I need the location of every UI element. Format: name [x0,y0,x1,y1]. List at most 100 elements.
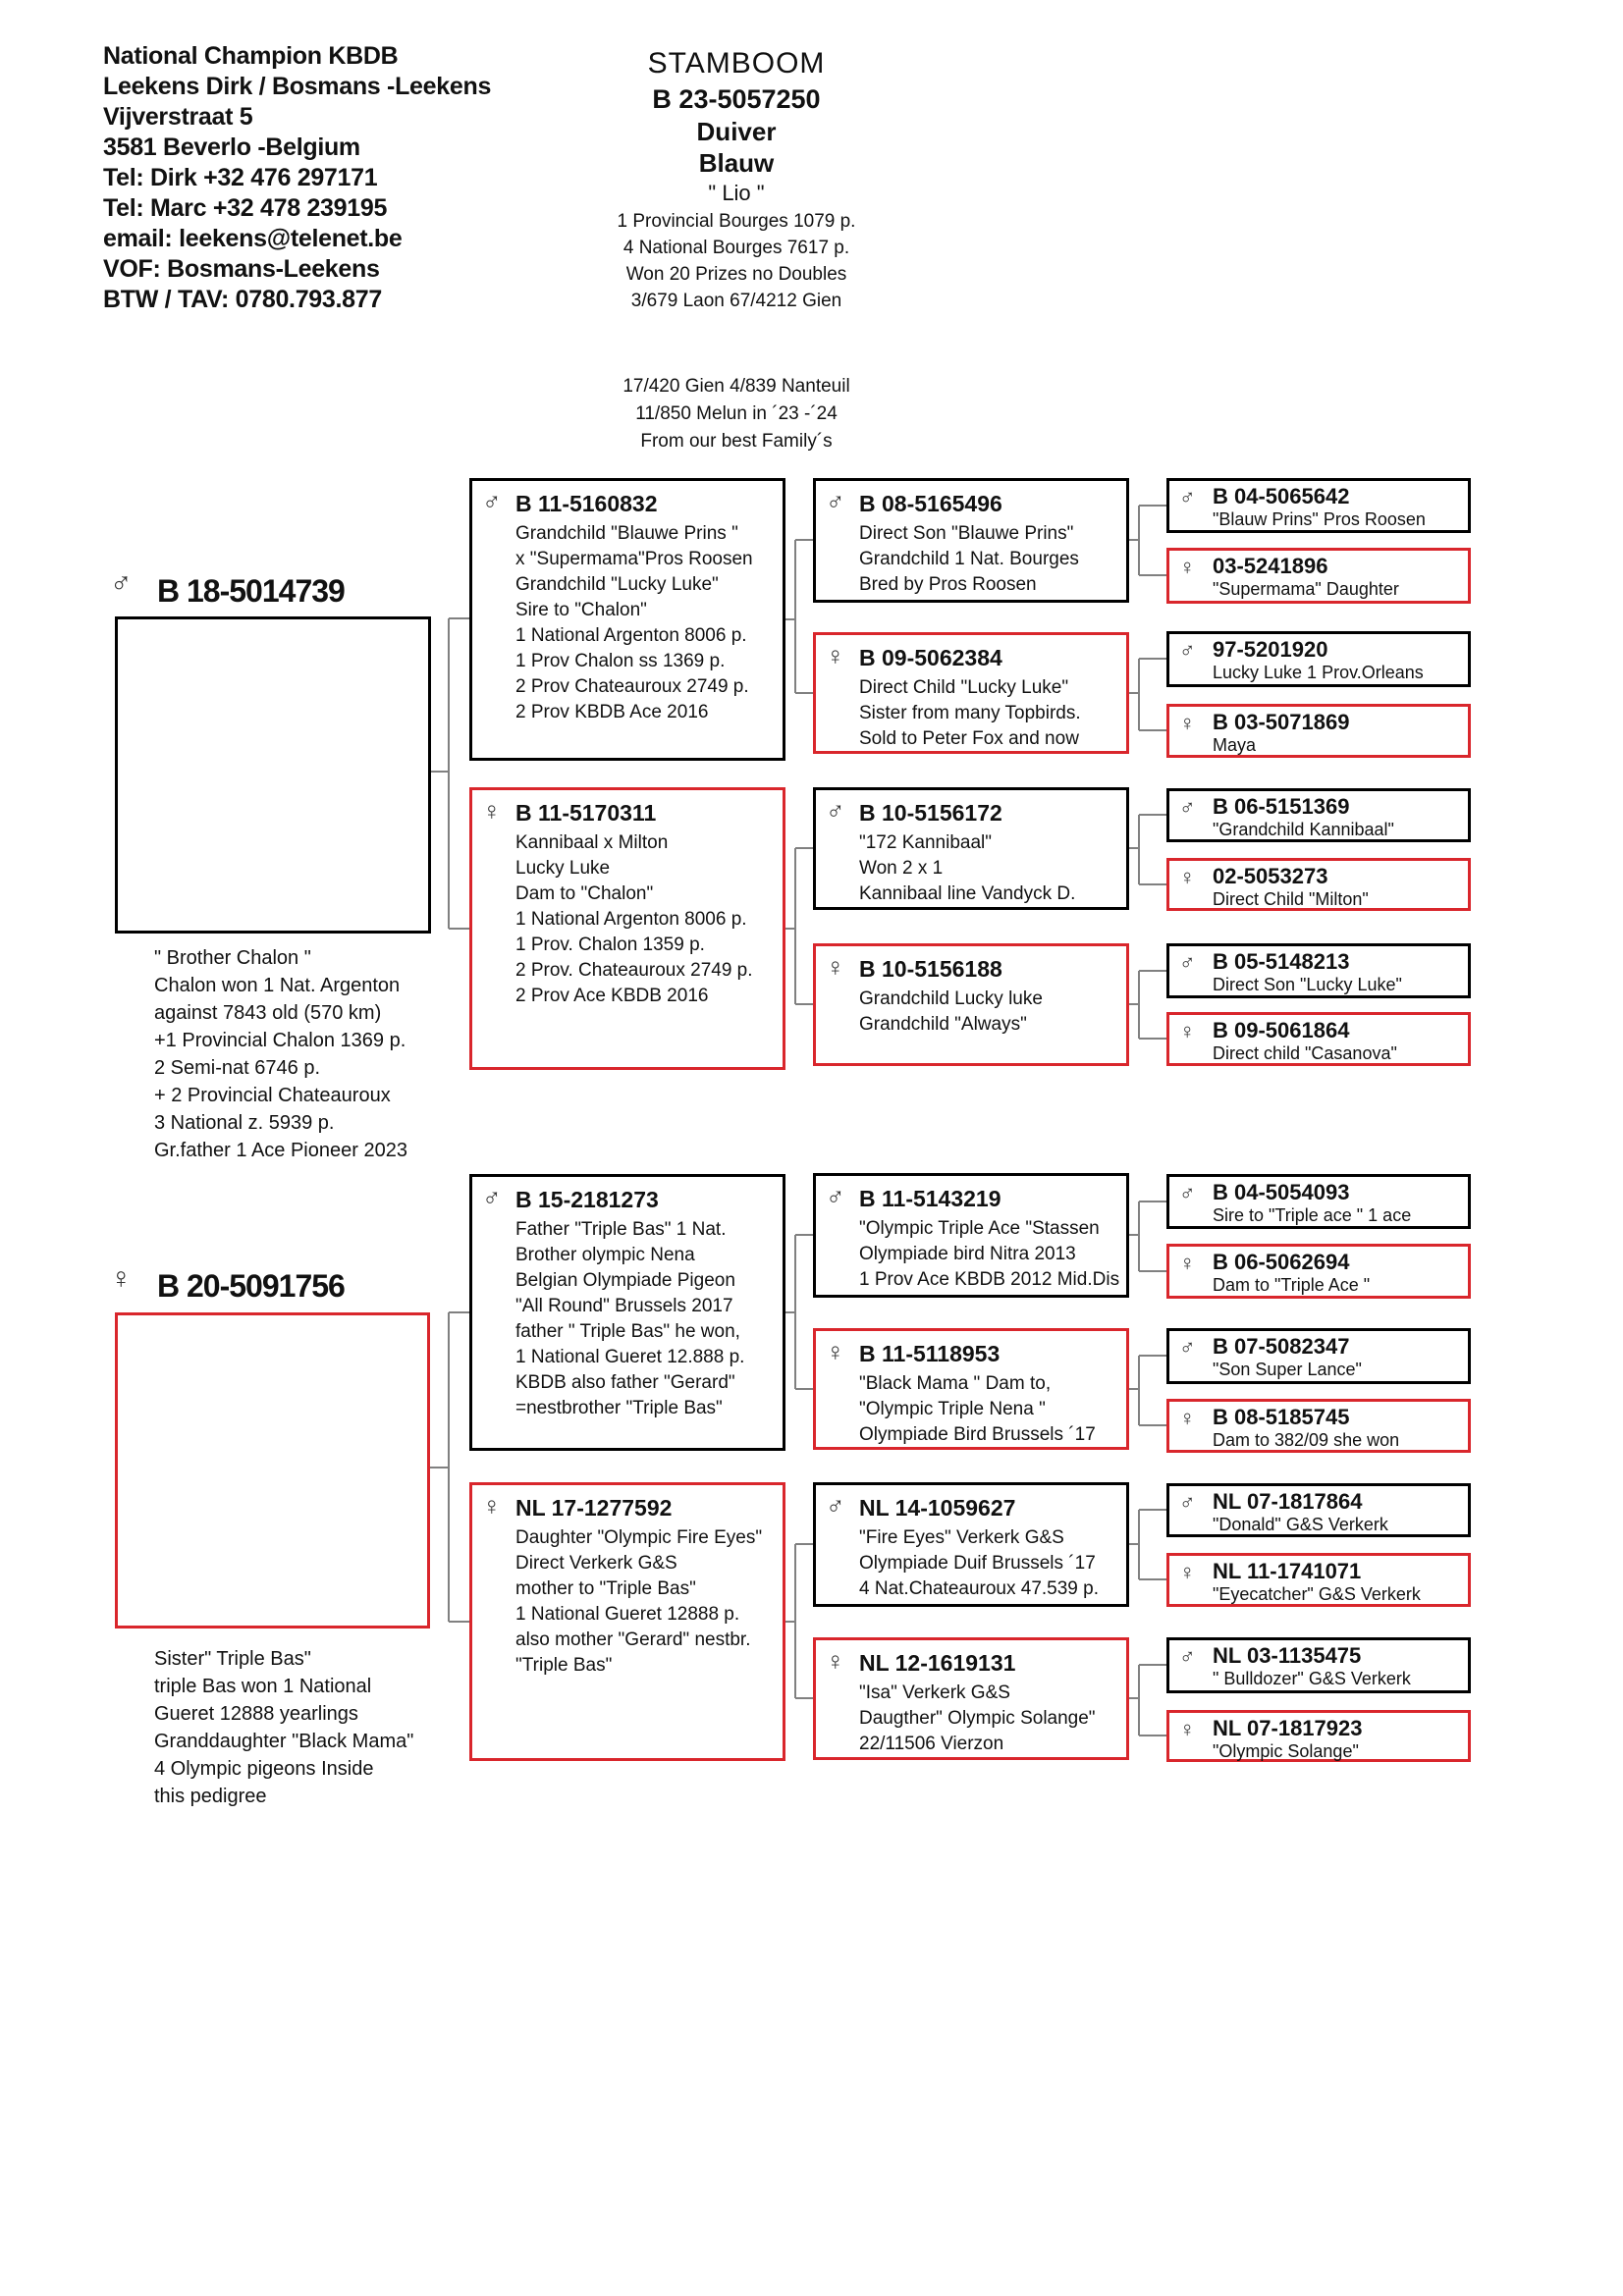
ring-number: B 06-5151369 [1213,794,1350,819]
box-details: Sire to "Triple ace " 1 ace [1213,1205,1412,1225]
pedigree-box-gen3-7: ♂ NL 14-1059627 "Fire Eyes" Verkerk G&S … [813,1482,1129,1607]
male-icon: ♂ [1179,795,1196,820]
pedigree-box-gen3-4: ♀ B 10-5156188 Grandchild Lucky luke Gra… [813,943,1129,1066]
pedigree-box-gen4-8: ♀ B 09-5061864 Direct child "Casanova" [1166,1012,1471,1066]
pedigree-box-gen3-1: ♂ B 08-5165496 Direct Son "Blauwe Prins"… [813,478,1129,603]
pedigree-box-gen4-3: ♂ 97-5201920 Lucky Luke 1 Prov.Orleans [1166,631,1471,687]
female-icon: ♀ [1179,555,1196,579]
bird-color-label: Blauw [698,148,775,178]
pedigree-box-gen3-6: ♀ B 11-5118953 "Black Mama " Dam to, "Ol… [813,1328,1129,1450]
box-details: "Isa" Verkerk G&S Daugther" Olympic Sola… [859,1682,1096,1754]
ring-number: B 04-5065642 [1213,484,1350,508]
ring-number: B 10-5156188 [859,956,1002,982]
female-icon: ♀ [826,1646,845,1676]
pedigree-box-gen4-9: ♂ B 04-5054093 Sire to "Triple ace " 1 a… [1166,1174,1471,1229]
ring-number: B 15-2181273 [515,1187,659,1212]
ring-number: B 08-5185745 [1213,1405,1350,1429]
ring-number: NL 03-1135475 [1213,1643,1362,1668]
male-icon: ♂ [826,1182,845,1211]
pedigree-box-gen3-5: ♂ B 11-5143219 "Olympic Triple Ace "Stas… [813,1173,1129,1298]
male-icon: ♂ [482,487,502,516]
box-details: "Son Super Lance" [1213,1360,1362,1379]
sire-notes: " Brother Chalon " Chalon won 1 Nat. Arg… [154,947,407,1161]
pedigree-box-gen4-10: ♀ B 06-5062694 Dam to "Triple Ace " [1166,1244,1471,1299]
box-details: Direct Son "Lucky Luke" [1213,975,1402,994]
pedigree-box-gen4-11: ♂ B 07-5082347 "Son Super Lance" [1166,1328,1471,1384]
pedigree-box-gen4-2: ♀ 03-5241896 "Supermama" Daughter [1166,548,1471,604]
box-details: Grandchild "Blauwe Prins " x "Supermama"… [515,523,753,722]
pedigree-box-gen2-sire2: ♂ B 15-2181273 Father "Triple Bas" 1 Nat… [469,1174,785,1451]
box-details: Dam to "Triple Ace " [1213,1275,1371,1295]
male-icon: ♂ [1179,950,1196,975]
box-details: Direct child "Casanova" [1213,1043,1397,1063]
box-details: Grandchild Lucky luke Grandchild "Always… [859,988,1043,1035]
ring-number: B 09-5062384 [859,645,1002,670]
box-details: "Blauw Prins" Pros Roosen [1213,509,1426,529]
male-icon: ♂ [1179,1335,1196,1360]
pedigree-box-gen3-8: ♀ NL 12-1619131 "Isa" Verkerk G&S Daugth… [813,1637,1129,1760]
pedigree-box-gen4-12: ♀ B 08-5185745 Dam to 382/09 she won [1166,1399,1471,1453]
ring-number: B 06-5062694 [1213,1250,1350,1274]
ring-number: B 09-5061864 [1213,1018,1350,1042]
pedigree-box-gen3-2: ♀ B 09-5062384 Direct Child "Lucky Luke"… [813,632,1129,754]
ring-number: B 08-5165496 [859,491,1002,516]
box-details: Dam to 382/09 she won [1213,1430,1400,1450]
pedigree-box-gen4-14: ♀ NL 11-1741071 "Eyecatcher" G&S Verkerk [1166,1553,1471,1607]
box-details: "Black Mama " Dam to, "Olympic Triple Ne… [859,1373,1096,1445]
male-icon: ♂ [1179,485,1196,509]
male-icon: ♂ [1179,1181,1196,1205]
dam-ring-number: B 20-5091756 [157,1268,346,1304]
female-icon: ♀ [1179,711,1196,735]
dam-photo-box [115,1312,430,1629]
bird-results: 1 Provincial Bourges 1079 p. 4 National … [617,211,856,311]
ring-number: 97-5201920 [1213,637,1328,662]
pedigree-box-gen4-16: ♀ NL 07-1817923 "Olympic Solange" [1166,1710,1471,1762]
pedigree-box-gen4-13: ♂ NL 07-1817864 "Donald" G&S Verkerk [1166,1483,1471,1537]
box-details: Daughter "Olympic Fire Eyes" Direct Verk… [515,1527,763,1676]
female-icon: ♀ [826,952,845,982]
pedigree-box-gen2-sire: ♂ B 11-5160832 Grandchild "Blauwe Prins … [469,478,785,761]
pedigree-box-gen4-7: ♂ B 05-5148213 Direct Son "Lucky Luke" [1166,943,1471,998]
bird-ring-number: B 23-5057250 [652,84,821,114]
box-details: Direct Son "Blauwe Prins" Grandchild 1 N… [859,523,1079,595]
female-icon: ♀ [482,1491,502,1521]
pedigree-box-gen3-3: ♂ B 10-5156172 "172 Kannibaal" Won 2 x 1… [813,787,1129,910]
box-details: "172 Kannibaal" Won 2 x 1 Kannibaal line… [859,832,1076,904]
box-details: " Bulldozer" G&S Verkerk [1213,1669,1411,1688]
box-details: "Fire Eyes" Verkerk G&S Olympiade Duif B… [859,1527,1100,1599]
ring-number: 02-5053273 [1213,864,1328,888]
breeder-info: National Champion KBDB Leekens Dirk / Bo… [103,42,492,313]
ring-number: B 03-5071869 [1213,710,1350,734]
ring-number: B 11-5143219 [859,1186,1001,1211]
extra-results: 17/420 Gien 4/839 Nanteuil 11/850 Melun … [622,376,850,452]
female-icon: ♀ [1179,1406,1196,1430]
ring-number: B 05-5148213 [1213,949,1350,974]
female-icon: ♀ [110,1262,133,1295]
ring-number: B 11-5170311 [515,800,657,826]
female-icon: ♀ [1179,1560,1196,1584]
box-details: "Eyecatcher" G&S Verkerk [1213,1584,1421,1604]
ring-number: NL 07-1817864 [1213,1489,1363,1514]
ring-number: B 10-5156172 [859,800,1002,826]
page-title: STAMBOOM [647,47,826,80]
box-details: "Olympic Solange" [1213,1741,1359,1761]
box-details: "Grandchild Kannibaal" [1213,820,1394,839]
box-details: Kannibaal x Milton Lucky Luke Dam to "Ch… [515,832,753,1006]
sire-photo-box [115,616,431,934]
female-icon: ♀ [482,796,502,826]
title-block: STAMBOOM B 23-5057250 Duiver Blauw " Lio… [461,45,1011,314]
sire-ring-number: B 18-5014739 [157,573,346,609]
dam-notes: Sister" Triple Bas" triple Bas won 1 Nat… [154,1648,414,1807]
pedigree-box-gen4-15: ♂ NL 03-1135475 " Bulldozer" G&S Verkerk [1166,1637,1471,1693]
male-icon: ♂ [1179,1490,1196,1515]
ring-number: B 07-5082347 [1213,1334,1350,1359]
pedigree-box-gen4-1: ♂ B 04-5065642 "Blauw Prins" Pros Roosen [1166,478,1471,533]
male-icon: ♂ [110,567,133,600]
ring-number: 03-5241896 [1213,554,1328,578]
box-details: Father "Triple Bas" 1 Nat. Brother olymp… [515,1219,745,1418]
ring-number: NL 17-1277592 [515,1495,673,1521]
bird-name: " Lio " [708,181,765,205]
female-icon: ♀ [1179,1019,1196,1043]
pedigree-box-gen2-dam: ♀ B 11-5170311 Kannibaal x Milton Lucky … [469,787,785,1070]
